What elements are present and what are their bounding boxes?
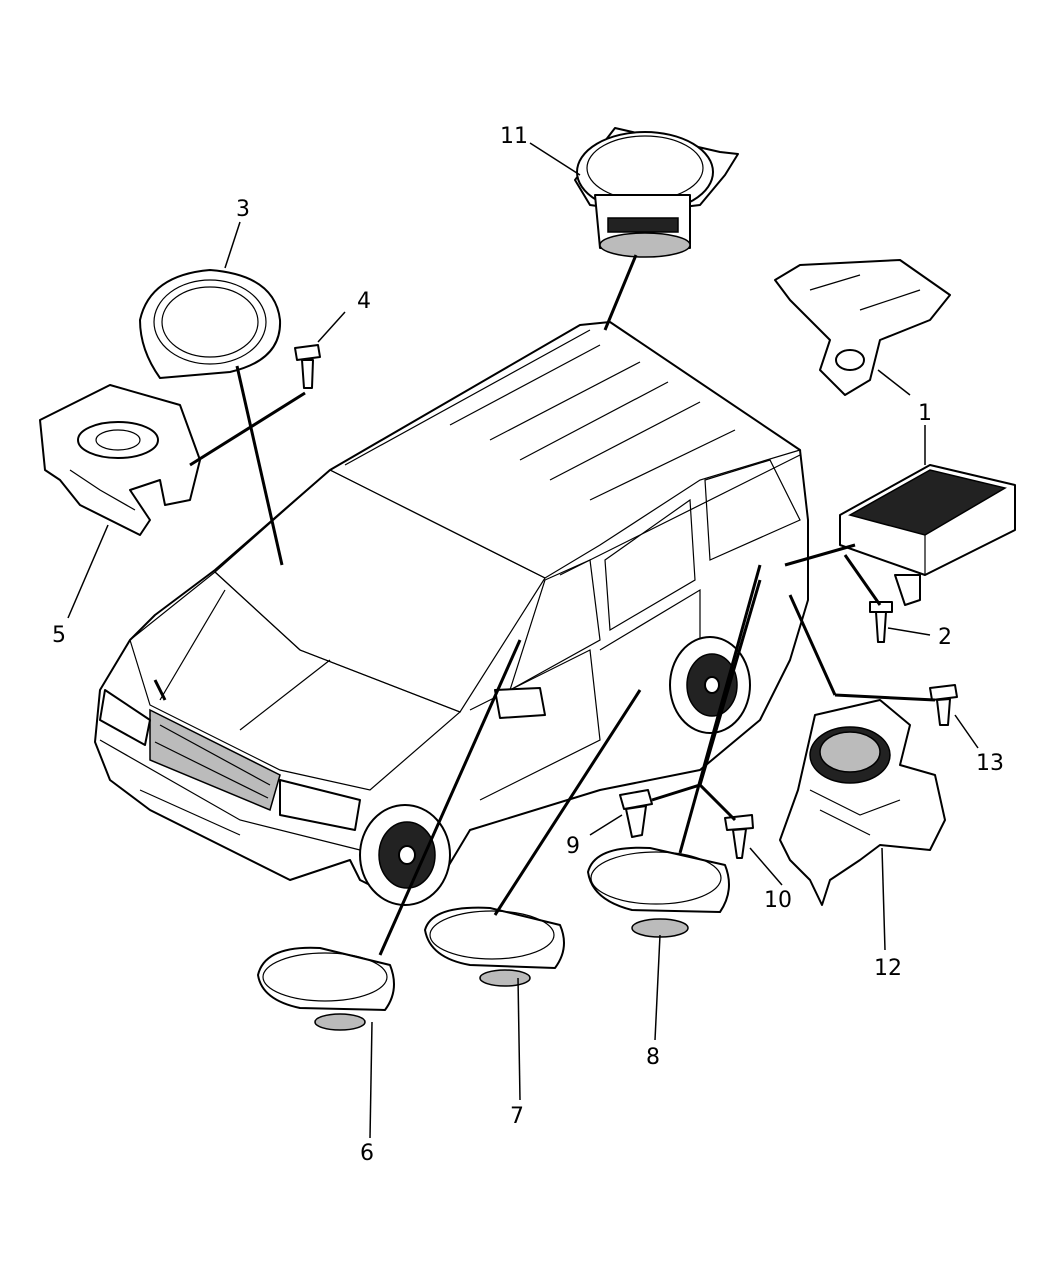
callout-6: 6 bbox=[360, 1141, 374, 1166]
callout-5: 5 bbox=[52, 623, 66, 648]
callout-4: 4 bbox=[357, 289, 371, 314]
part-8-speaker bbox=[587, 846, 730, 938]
minivan-body bbox=[94, 321, 809, 901]
rear-wheel bbox=[669, 636, 751, 734]
part-11-speaker bbox=[574, 127, 739, 258]
leader-lines bbox=[153, 254, 936, 956]
amplifier bbox=[839, 464, 1016, 606]
callout-8: 8 bbox=[646, 1045, 660, 1070]
callout-9: 9 bbox=[566, 834, 580, 859]
front-wheel bbox=[359, 804, 451, 906]
callout-12: 12 bbox=[874, 956, 902, 981]
part-6-speaker bbox=[257, 946, 395, 1031]
callout-pointers bbox=[67, 142, 979, 1139]
part-2-screw bbox=[869, 601, 893, 643]
callout-3: 3 bbox=[236, 197, 250, 222]
callout-11: 11 bbox=[500, 124, 528, 149]
callout-labels: 1 2 3 4 5 6 7 8 9 10 11 12 13 bbox=[52, 124, 1004, 1166]
callout-7: 7 bbox=[510, 1104, 524, 1129]
part-5-speaker-pod bbox=[39, 384, 201, 536]
callout-1: 1 bbox=[918, 401, 932, 426]
part-9-clip bbox=[619, 789, 653, 838]
part-7-speaker bbox=[424, 906, 565, 987]
callout-10: 10 bbox=[764, 888, 792, 913]
part-4-screw bbox=[294, 344, 321, 389]
part-3-adapter-ring bbox=[139, 269, 282, 379]
part-12-subwoofer bbox=[779, 699, 946, 906]
callout-13: 13 bbox=[976, 751, 1004, 776]
part-13-screw bbox=[929, 684, 958, 726]
callout-2: 2 bbox=[938, 625, 952, 650]
part-1-bracket bbox=[774, 259, 951, 396]
part-10-pin bbox=[724, 814, 754, 859]
